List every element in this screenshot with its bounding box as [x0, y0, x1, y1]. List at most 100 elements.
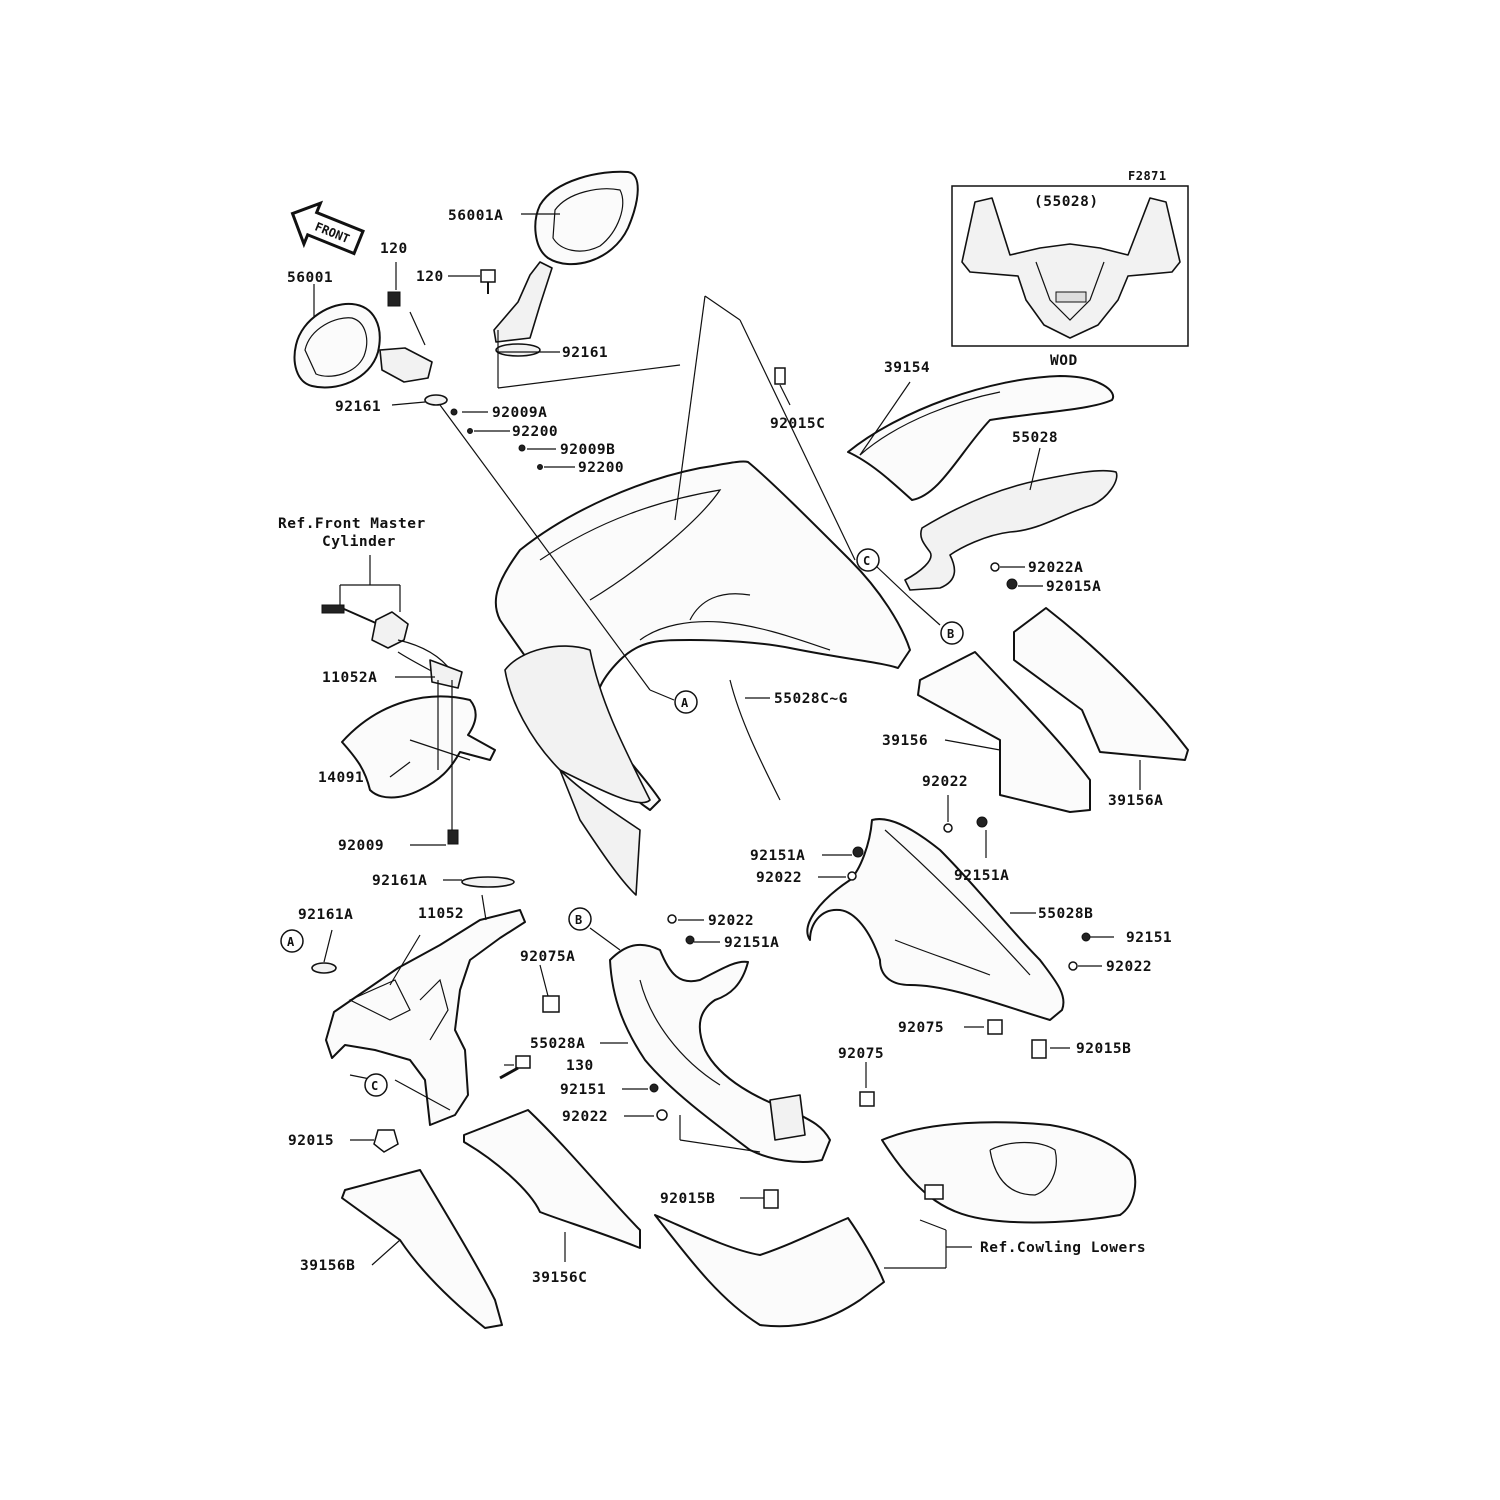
- pad-92161A-left: [311, 962, 337, 974]
- part-label-55028B: 55028B: [1038, 906, 1093, 922]
- panel-39156B: [341, 1169, 503, 1329]
- part-label-92022-c: 92022: [708, 913, 754, 929]
- part-label-92161-right: 92161: [562, 345, 608, 361]
- callout-A-upper: A: [674, 690, 698, 714]
- windshield-39154: [847, 375, 1115, 501]
- part-label-120-right: 120: [416, 269, 444, 285]
- nut-92015A: [1006, 578, 1018, 590]
- cover-14091: [341, 695, 496, 799]
- part-label-14091: 14091: [318, 770, 364, 786]
- bolt-120-right: [480, 269, 496, 294]
- ref-front-master-line1: Ref.Front Master: [278, 516, 426, 532]
- bolt-92009B: [518, 444, 526, 452]
- upper-cowling-lower-tip: [559, 769, 641, 896]
- part-label-92022-d: 92022: [1106, 959, 1152, 975]
- stay-11052: [325, 909, 526, 1126]
- washer-92022-b: [847, 871, 857, 881]
- washer-92022A: [990, 562, 1000, 572]
- collar-92075-a: [987, 1019, 1003, 1035]
- front-master-cylinder: [321, 604, 463, 689]
- callout-B-upper: B: [940, 621, 964, 645]
- nut-92015: [373, 1129, 399, 1153]
- mirror-right: [493, 170, 639, 343]
- part-label-92022-b: 92022: [756, 870, 802, 886]
- washer-92022-c: [667, 914, 677, 924]
- part-label-92015A: 92015A: [1046, 579, 1101, 595]
- inset-part-label: (55028): [1034, 194, 1099, 210]
- upper-cowling-side: [504, 645, 651, 804]
- panel-39156: [917, 651, 1091, 813]
- part-label-92075A: 92075A: [520, 949, 575, 965]
- svg-text:A: A: [681, 696, 689, 710]
- inset-cowling-drawing: [961, 197, 1181, 339]
- part-label-92151A-b: 92151A: [954, 868, 1009, 884]
- part-label-92015: 92015: [288, 1133, 334, 1149]
- part-label-92022A: 92022A: [1028, 560, 1083, 576]
- svg-text:B: B: [947, 627, 955, 641]
- callout-A-lower: A: [280, 929, 304, 953]
- collar-92075A: [542, 995, 560, 1013]
- middle-cowling-55028B: [806, 818, 1065, 1021]
- part-label-92151-b: 92151: [560, 1082, 606, 1098]
- part-label-92200-b: 92200: [578, 460, 624, 476]
- grommet-92015C: [774, 367, 786, 385]
- svg-text:C: C: [371, 1079, 379, 1093]
- mirror-left: [293, 302, 433, 389]
- part-label-92161A-a: 92161A: [372, 873, 427, 889]
- part-label-39156: 39156: [882, 733, 928, 749]
- figure-code: F2871: [1128, 169, 1167, 183]
- pad-92161A-upper: [461, 876, 515, 888]
- washer-92022-a: [943, 823, 953, 833]
- washer-92161-left: [424, 394, 448, 406]
- part-label-92009A: 92009A: [492, 405, 547, 421]
- part-label-92200-a: 92200: [512, 424, 558, 440]
- part-label-92151A-c: 92151A: [724, 935, 779, 951]
- part-label-92075-a: 92075: [898, 1020, 944, 1036]
- bolt-92009A: [450, 408, 458, 416]
- part-label-92015B-b: 92015B: [660, 1191, 715, 1207]
- washer-92200-b: [537, 464, 543, 470]
- part-label-92015B-a: 92015B: [1076, 1041, 1131, 1057]
- washer-92022-d: [1068, 961, 1078, 971]
- lower-cowling-ref: [654, 1214, 885, 1328]
- part-label-92022-e: 92022: [562, 1109, 608, 1125]
- part-label-130: 130: [566, 1058, 594, 1074]
- grommet-92015B-a: [1031, 1039, 1047, 1059]
- part-label-92009: 92009: [338, 838, 384, 854]
- side-cowling-slot: [769, 1094, 806, 1141]
- bolt-92151A-c: [685, 935, 695, 945]
- part-label-92161A-b: 92161A: [298, 907, 353, 923]
- callout-B-lower: B: [568, 907, 592, 931]
- callout-C-upper: C: [856, 548, 880, 572]
- part-label-92075-b: 92075: [838, 1046, 884, 1062]
- panel-39156A: [1013, 607, 1189, 761]
- svg-text:C: C: [863, 554, 871, 568]
- ref-cowling-lowers: Ref.Cowling Lowers: [980, 1240, 1146, 1256]
- part-label-39156C: 39156C: [532, 1270, 587, 1286]
- front-arrow-icon: FRONT: [290, 200, 365, 256]
- bolt-92009: [447, 829, 459, 845]
- inset-caption: WOD: [1050, 353, 1078, 369]
- lower-cowling-ref-right: [881, 1121, 1137, 1224]
- panel-39156C: [463, 1109, 641, 1249]
- bolt-92151A-b: [976, 816, 988, 828]
- callout-C-lower: C: [364, 1073, 388, 1097]
- inner-panel-55028: [904, 469, 1118, 591]
- bolt-120-left: [387, 291, 401, 307]
- part-label-92161-left: 92161: [335, 399, 381, 415]
- part-label-11052: 11052: [418, 906, 464, 922]
- part-label-39154: 39154: [884, 360, 930, 376]
- washer-92161-right: [495, 343, 541, 357]
- part-label-92151-a: 92151: [1126, 930, 1172, 946]
- svg-text:A: A: [287, 935, 295, 949]
- grommet-92015B-b: [763, 1189, 779, 1209]
- bolt-92151-a: [1081, 932, 1091, 942]
- washer-92200-a: [467, 428, 473, 434]
- part-label-56001: 56001: [287, 270, 333, 286]
- part-label-39156B: 39156B: [300, 1258, 355, 1274]
- collar-92075-b: [859, 1091, 875, 1107]
- leader-lines: [313, 213, 1141, 1269]
- part-label-92015C: 92015C: [770, 416, 825, 432]
- part-label-92151A-a: 92151A: [750, 848, 805, 864]
